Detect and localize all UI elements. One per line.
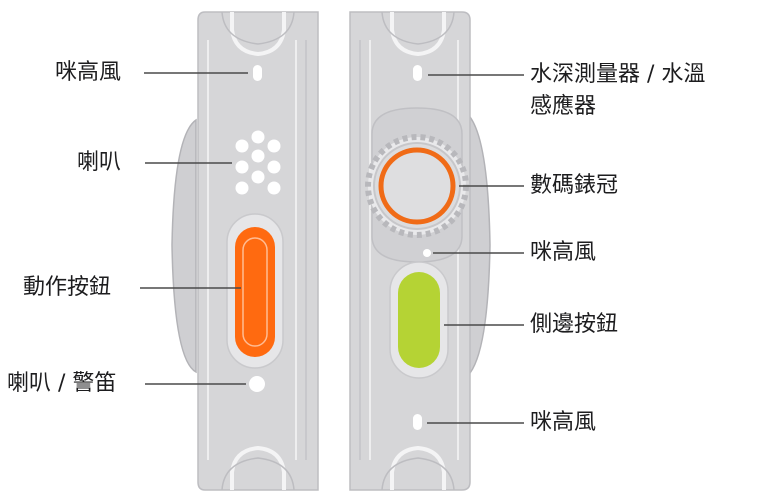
right-microphone-dot [423,249,431,257]
label-digital-crown: 數碼錶冠 [530,173,619,198]
speaker-siren-hole [249,376,265,392]
left-watch-bottom-lug [230,445,286,490]
action-button [235,227,275,357]
label-depth-gauge-line1: 水深測量器 / 水溫 [530,62,706,87]
leader-lines [140,72,524,424]
speaker-grille [235,130,281,195]
depth-gauge-hole [413,65,422,81]
label-depth-gauge-line2: 感應器 [530,94,597,119]
label-speaker: 喇叭 [77,150,122,175]
label-microphone-left: 咪高風 [55,60,122,85]
right-watch-bottom-lug [390,445,446,490]
digital-crown-ring [378,147,456,225]
left-watch-side-view [171,11,319,491]
right-watch-top-lug [390,12,446,57]
left-watch-side-bump [171,118,197,374]
bottom-microphone-hole [413,414,422,430]
right-watch-side-view [349,11,491,491]
label-microphone-right-top: 咪高風 [530,240,597,265]
label-speaker-siren: 喇叭 / 警笛 [7,371,117,396]
label-side-button: 側邊按鈕 [530,312,619,337]
side-button [398,272,440,368]
left-watch-top-lug [230,12,286,57]
digital-crown [365,134,469,238]
right-watch-side-bump [464,110,491,380]
label-microphone-right-bottom: 咪高風 [530,410,597,435]
label-action-button: 動作按鈕 [23,275,112,300]
left-microphone-hole [253,65,262,81]
